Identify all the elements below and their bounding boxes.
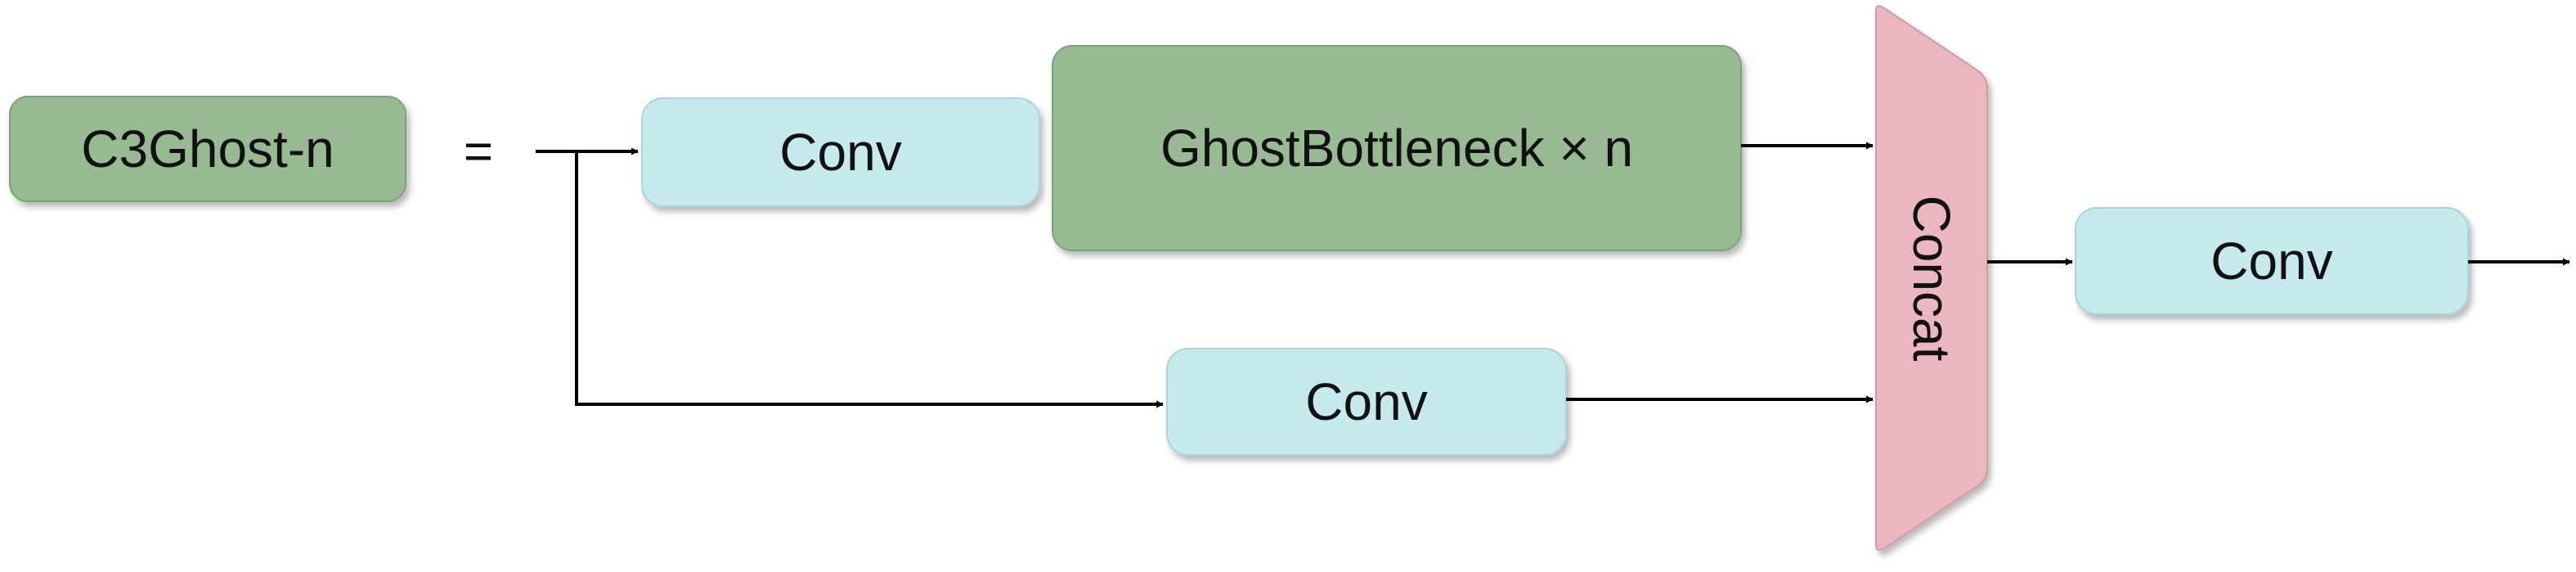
conv-top-box — [641, 97, 1040, 207]
concat-label: Concat — [1902, 195, 1961, 362]
ghostbottleneck-box — [1052, 45, 1742, 251]
concat-block — [1875, 5, 1988, 552]
conv-bottom-label: Conv — [1305, 372, 1428, 431]
ghostbottleneck-label: GhostBottleneck × n — [1160, 119, 1634, 178]
c3ghost-box — [9, 96, 406, 202]
conv-top-label: Conv — [779, 123, 902, 182]
conv-out-label: Conv — [2210, 232, 2333, 291]
c3ghost-label: C3Ghost-n — [81, 119, 334, 178]
arrow-input-to-conv-bottom — [575, 151, 1164, 408]
conv-bottom-box — [1166, 348, 1567, 456]
equals-sign: = — [463, 123, 494, 180]
